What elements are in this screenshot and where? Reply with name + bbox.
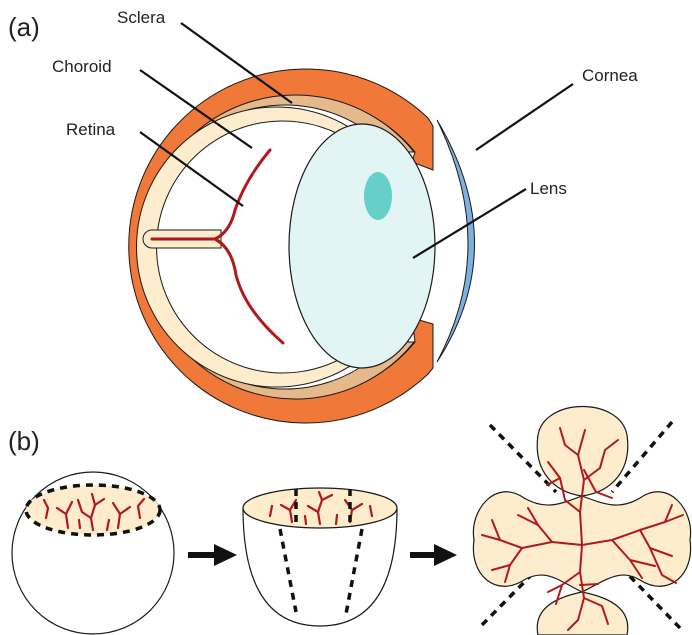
label-choroid: Choroid — [52, 57, 112, 76]
cornea-leader — [476, 84, 573, 150]
lens — [289, 124, 435, 368]
opened-eyecup — [243, 488, 397, 626]
label-cornea: Cornea — [582, 66, 638, 85]
lens-highlight — [364, 172, 392, 220]
label-lens: Lens — [530, 179, 567, 198]
eyecup-sphere — [12, 472, 174, 634]
retinal-vessel — [215, 239, 283, 343]
right-arrow-icon — [410, 544, 457, 566]
eye-cross-section — [129, 69, 475, 423]
flatmount-retina — [473, 407, 690, 635]
label-retina: Retina — [66, 120, 116, 139]
label-sclera: Sclera — [117, 8, 166, 27]
panel-label-a: (a) — [8, 12, 40, 42]
panel-label-b: (b) — [8, 426, 40, 456]
right-arrow-icon — [188, 544, 237, 566]
